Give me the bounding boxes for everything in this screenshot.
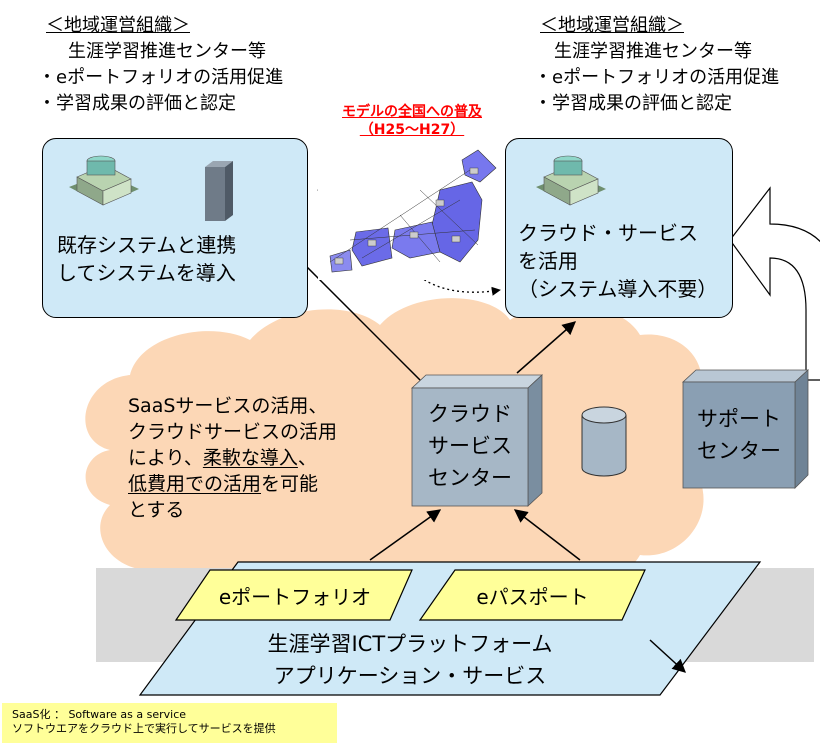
spread-line2: （H25〜H27） [359, 122, 465, 138]
platform-label: 生涯学習ICTプラットフォーム アプリケーション・サービス [200, 628, 620, 692]
cloud-line3-c: 、 [297, 447, 317, 469]
right-box-text: クラウド・サービス を活用 （システム導入不要） [518, 219, 717, 303]
cloud-line1: SaaSサービスの活用、 [128, 395, 328, 417]
right-org-heading: ＜地域運営組織＞ [540, 15, 684, 36]
cloud-line3: により、柔軟な導入、 [128, 445, 337, 471]
support-center-line2: センター [697, 439, 781, 463]
arrow-platform-to-cloud-2 [513, 509, 581, 561]
saas-note-line2: ソフトウエアをクラウド上で実行してサービスを提供 [12, 722, 276, 735]
epassport-shape [418, 569, 646, 621]
right-box-line3: （システム導入不要） [518, 277, 718, 301]
left-region-box: 既存システムと連携 してシステムを導入 [42, 138, 308, 318]
right-region-box: クラウド・サービス を活用 （システム導入不要） [505, 138, 733, 318]
left-org-text: ＜地域運営組織＞ 生涯学習推進センター等 ・eポートフォリオの活用促進 ・学習成… [38, 13, 283, 117]
cloud-shape [85, 298, 727, 604]
arrow-platform-out [649, 639, 686, 673]
right-box-line2: を活用 [518, 249, 578, 273]
japan-map [318, 145, 502, 280]
cloud-line4: 低費用での活用を可能 [128, 471, 337, 497]
arrow-platform-to-cloud-1 [369, 509, 442, 561]
left-box-line2: してシステムを導入 [57, 261, 236, 285]
saas-note: SaaS化 ： Software as a service ソフトウエアをクラウ… [2, 703, 337, 743]
cloud-line2: クラウドサービスの活用 [128, 421, 338, 443]
eportfolio-label: eポートフォリオ [218, 585, 372, 609]
cloud-center-line3: センター [428, 466, 512, 490]
database-icon [581, 406, 627, 477]
left-box-line1: 既存システムと連携 [57, 233, 237, 257]
support-center-label: サポート センター [683, 403, 795, 467]
spread-line1: モデルの全国への普及 [342, 104, 482, 120]
epassport-label: eパスポート [476, 585, 589, 609]
server-tower-icon [205, 161, 233, 221]
left-org-line2: ・eポートフォリオの活用促進 [38, 67, 284, 88]
platform-line1: 生涯学習ICTプラットフォーム [267, 632, 553, 656]
platform-line2: アプリケーション・サービス [273, 664, 547, 688]
cloud-text: SaaSサービスの活用、 クラウドサービスの活用 により、柔軟な導入、 低費用で… [128, 393, 337, 523]
curved-arrow-shape [729, 186, 820, 381]
right-org-text: ＜地域運営組織＞ 生涯学習推進センター等 ・eポートフォリオの活用促進 ・学習成… [534, 13, 779, 117]
left-org-line3: ・学習成果の評価と認定 [38, 93, 236, 114]
cloud-center-line1: クラウド [428, 402, 512, 426]
left-box-text: 既存システムと連携 してシステムを導入 [57, 231, 236, 287]
cloud-center-label: クラウド サービス センター [412, 398, 528, 494]
cloud-center-line2: サービス [428, 434, 512, 458]
eportfolio-shape [174, 569, 413, 621]
right-org-line2: ・eポートフォリオの活用促進 [534, 67, 780, 88]
saas-note-line1: SaaS化 ： Software as a service [12, 708, 187, 721]
left-org-line1: 生涯学習推進センター等 [68, 41, 266, 62]
cloud-line4-underlined: 低費用での活用 [128, 473, 262, 495]
support-center-box [681, 369, 810, 489]
spread-label: モデルの全国への普及 （H25〜H27） [302, 103, 522, 139]
cloud-line4-b: を可能 [261, 473, 319, 495]
right-org-line1: 生涯学習推進センター等 [554, 41, 752, 62]
building-icon [69, 155, 139, 206]
cloud-center-box [410, 374, 544, 507]
cloud-line3-a: により、 [128, 447, 203, 469]
arrow-cloud-to-leftbox [289, 249, 421, 381]
right-org-line3: ・学習成果の評価と認定 [534, 93, 732, 114]
building-icon [536, 155, 606, 206]
arrow-cloud-to-rightbox [516, 321, 577, 374]
support-center-line1: サポート [697, 407, 781, 431]
cloud-line3-underlined: 柔軟な導入 [202, 447, 298, 469]
cloud-line5: とする [128, 499, 185, 521]
right-box-line1: クラウド・サービス [518, 221, 698, 245]
left-org-heading: ＜地域運営組織＞ [46, 15, 190, 36]
